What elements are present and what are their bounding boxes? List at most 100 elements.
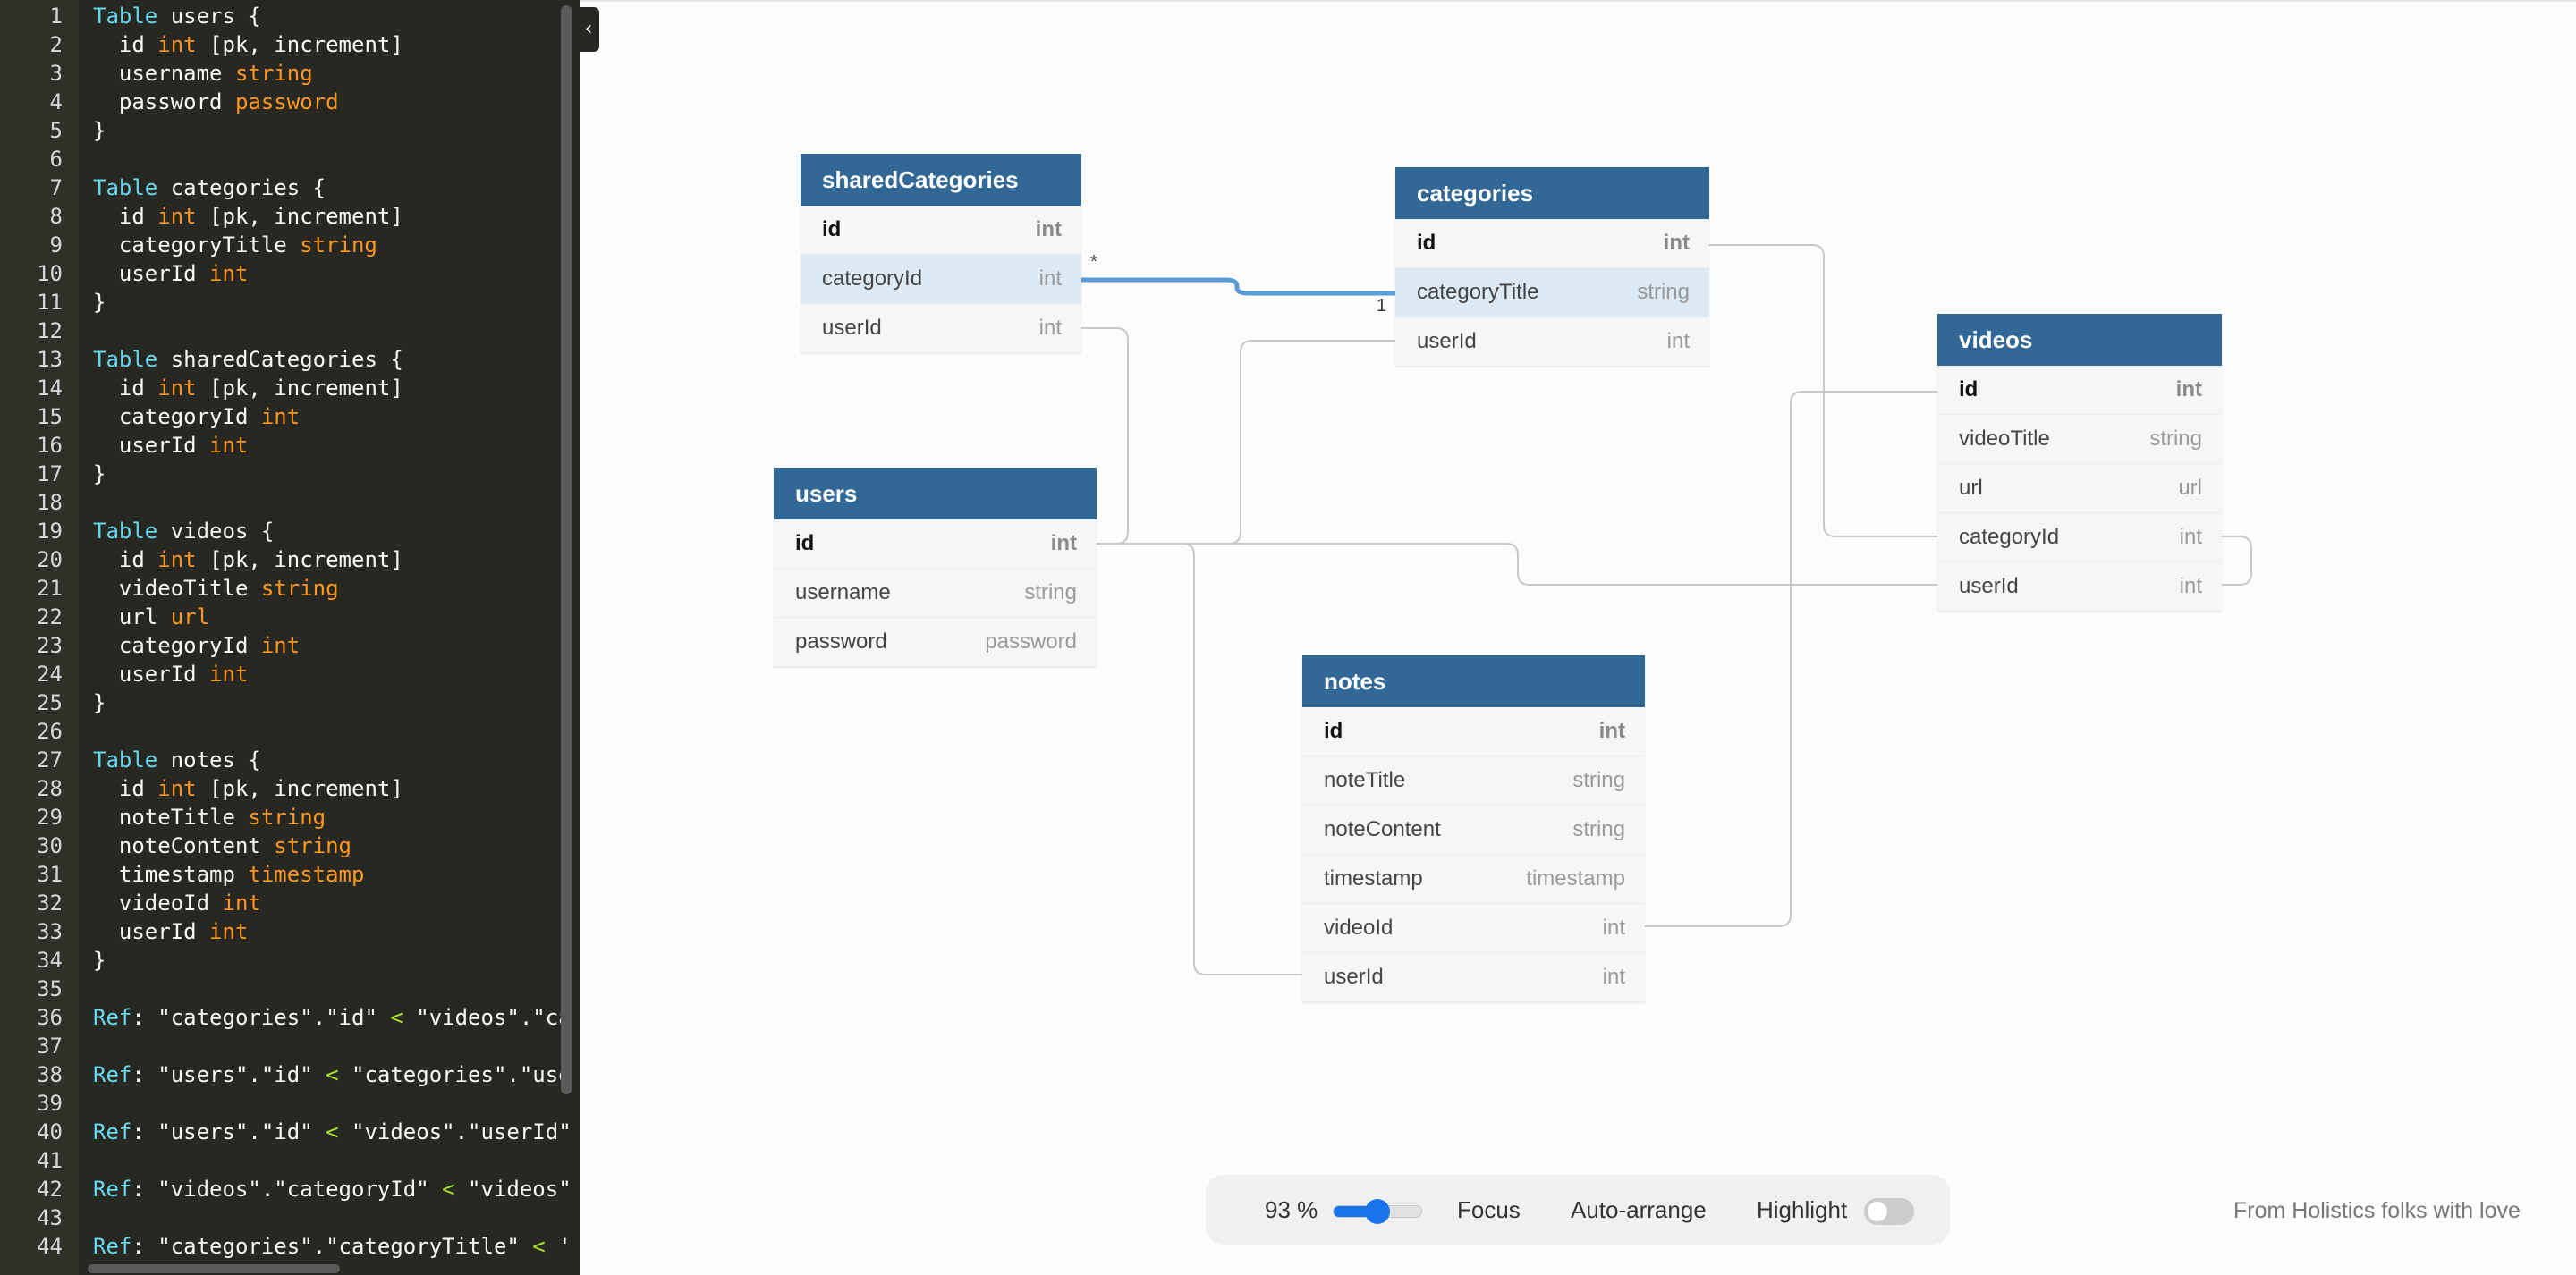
focus-button[interactable]: Focus [1457,1196,1521,1223]
ref-line-videos-categoryid-self[interactable] [2222,536,2252,586]
code-line[interactable]: 26 [0,717,580,746]
code-line[interactable]: 25} [0,688,580,717]
code-line[interactable]: 33 userId int [0,917,580,946]
code-text: } [93,116,106,145]
code-text: Ref: "videos"."categoryId" < "videos" [93,1175,572,1203]
highlight-toggle[interactable] [1864,1198,1914,1225]
code-line[interactable]: 2 id int [pk, increment] [0,30,580,59]
code-line[interactable]: 41 [0,1146,580,1175]
ref-line-categories-sharedcategories[interactable] [1081,277,1395,296]
editor-vertical-scrollbar[interactable] [561,5,572,1094]
code-line[interactable]: 15 categoryId int [0,402,580,431]
ref-line-videos-notes[interactable] [1645,391,1937,927]
auto-arrange-button[interactable]: Auto-arrange [1571,1196,1707,1223]
zoom-slider[interactable] [1333,1199,1422,1224]
code-line[interactable]: 24 userId int [0,660,580,688]
code-text: noteContent string [93,832,352,860]
code-line[interactable]: 18 [0,488,580,517]
code-line[interactable]: 37 [0,1032,580,1060]
code-line[interactable]: 34} [0,946,580,975]
code-line[interactable]: 17} [0,460,580,488]
code-line[interactable]: 22 url url [0,603,580,631]
operator-token: < [326,1062,339,1087]
zoom-slider-thumb[interactable] [1365,1199,1390,1224]
code-line[interactable]: 10 userId int [0,259,580,288]
table-header[interactable]: sharedCategories [801,154,1081,206]
code-line[interactable]: 28 id int [pk, increment] [0,774,580,803]
code-line[interactable]: 14 id int [pk, increment] [0,374,580,402]
code-line[interactable]: 11} [0,288,580,317]
code-line[interactable]: 32 videoId int [0,889,580,917]
code-line[interactable]: 3 username string [0,59,580,88]
table-header[interactable]: notes [1302,655,1645,707]
code-line[interactable]: 21 videoTitle string [0,574,580,603]
table-header[interactable]: users [774,468,1097,519]
code-line[interactable]: 9 categoryTitle string [0,231,580,259]
code-line[interactable]: 35 [0,975,580,1003]
code-line[interactable]: 20 id int [pk, increment] [0,545,580,574]
code-line[interactable]: 30 noteContent string [0,832,580,860]
code-line[interactable]: 29 noteTitle string [0,803,580,832]
code-line[interactable]: 23 categoryId int [0,631,580,660]
code-line[interactable]: 4 password password [0,88,580,116]
code-line[interactable]: 8 id int [pk, increment] [0,202,580,231]
code-line[interactable]: 43 [0,1203,580,1232]
table-header[interactable]: categories [1395,167,1709,219]
editor-horizontal-scrollbar[interactable] [88,1264,340,1273]
ref-line-users-categories[interactable] [1097,340,1395,545]
ref-line-users-videos[interactable] [1097,543,1937,586]
field-type: int [1035,217,1062,241]
line-number: 15 [37,404,63,429]
code-line[interactable]: 31 timestamp timestamp [0,860,580,889]
text-token: userId [93,261,210,286]
ref-line-users-notes[interactable] [1097,543,1302,975]
field-name: username [795,580,891,604]
field-type: int [1038,266,1062,291]
collapse-editor-button[interactable]: ‹ [578,7,599,52]
table-header[interactable]: videos [1937,314,2222,366]
code-line[interactable]: 16 userId int [0,431,580,460]
code-line[interactable]: 5} [0,116,580,145]
code-line[interactable]: 12 [0,317,580,345]
code-line[interactable]: 6 [0,145,580,173]
line-number: 21 [37,576,63,601]
type-token: int [157,776,197,801]
code-line[interactable]: 39 [0,1089,580,1118]
